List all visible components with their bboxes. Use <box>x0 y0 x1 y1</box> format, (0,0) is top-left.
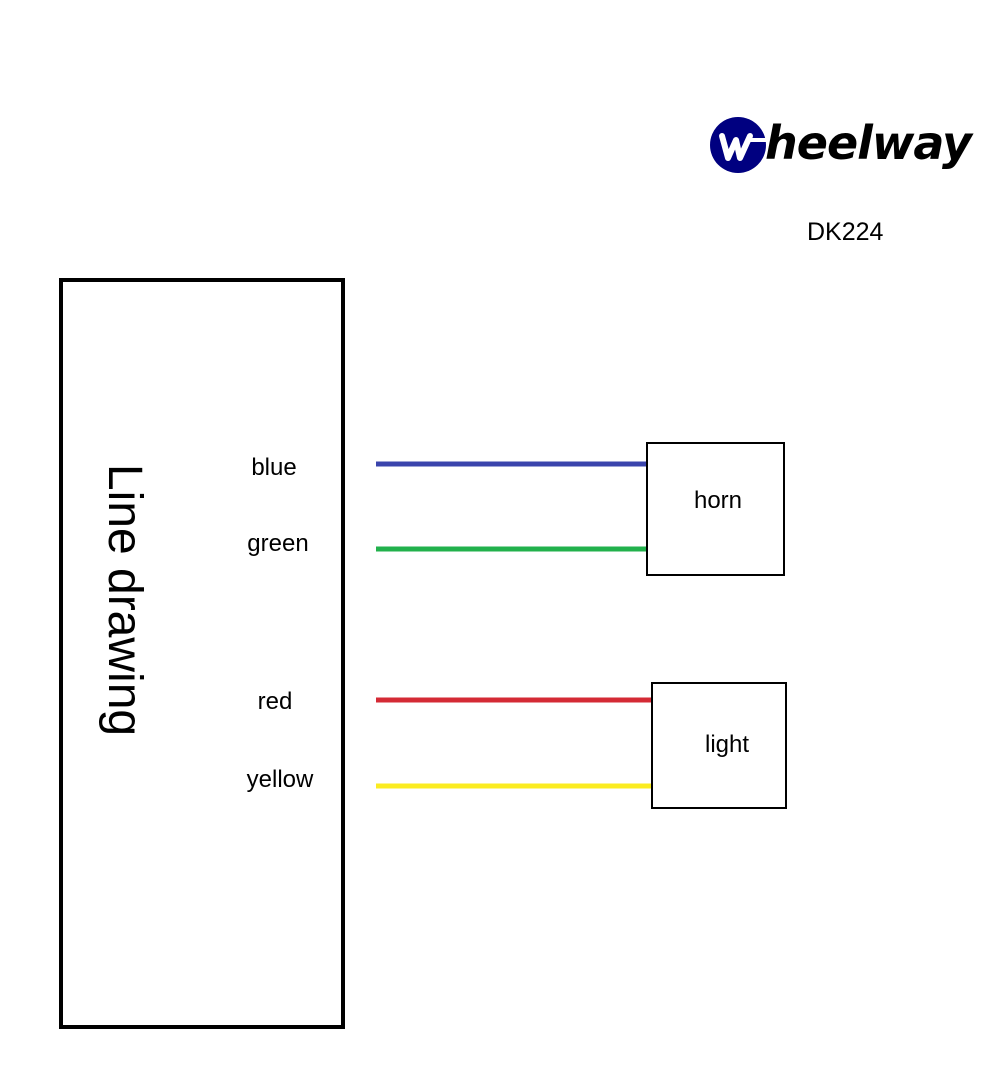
logo-wordmark: heelway <box>765 116 972 170</box>
wheelway-w-circle-icon <box>710 117 772 173</box>
wire-label-yellow: yellow <box>246 766 314 793</box>
model-number: DK224 <box>807 218 884 246</box>
horn-component <box>646 442 785 576</box>
wire-label-green: green <box>247 530 309 557</box>
wire-label-blue: blue <box>251 454 297 481</box>
wire-label-red: red <box>257 688 293 715</box>
light-label: light <box>704 731 750 758</box>
wheelway-logo: heelway <box>708 112 984 178</box>
line-drawing-module <box>59 278 345 1029</box>
light-component <box>651 682 787 809</box>
horn-label: horn <box>693 487 743 514</box>
